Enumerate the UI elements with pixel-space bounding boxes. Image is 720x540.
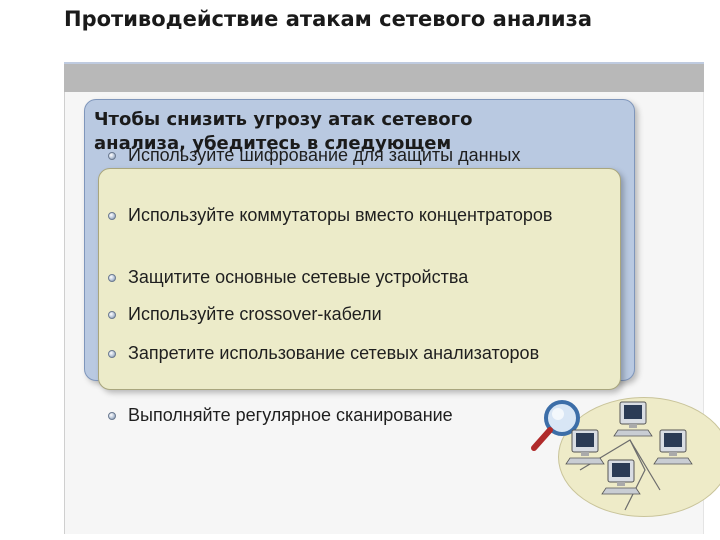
network-computer-icon — [613, 401, 653, 437]
blue-callout-line-1: Чтобы снизить угрозу атак сетевого — [94, 109, 473, 130]
blue-callout-text: Чтобы снизить угрозу атак сетевого анали… — [94, 108, 614, 156]
network-illustration — [531, 400, 693, 511]
frame-header-bar — [64, 62, 704, 92]
list-item: Используйте шифрование для защиты данных — [108, 143, 568, 168]
bullet-icon — [108, 311, 116, 319]
list-item: Запретите использование сетевых анализат… — [108, 341, 568, 366]
list-item: Выполняйте регулярное сканирование — [108, 403, 578, 428]
list-item-text: Запретите использование сетевых анализат… — [128, 343, 540, 363]
list-item: Используйте crossover-кабели — [108, 302, 568, 327]
list-item-text: Используйте коммутаторы вместо концентра… — [128, 205, 553, 225]
bullet-icon — [108, 212, 116, 220]
network-computer-icon — [601, 459, 641, 495]
list-item-text: Выполняйте регулярное сканирование — [128, 405, 453, 425]
tan-callout-box — [98, 168, 621, 390]
list-item: Используйте коммутаторы вместо концентра… — [108, 203, 568, 228]
bullet-icon — [108, 152, 116, 160]
network-computer-icon — [565, 429, 605, 465]
blue-callout-line-2: анализа, убедитесь в следующем — [94, 133, 452, 154]
list-item-text: Используйте шифрование для защиты данных — [128, 145, 521, 165]
network-computer-icon — [653, 429, 693, 465]
list-item: Защитите основные сетевые устройства — [108, 265, 568, 290]
list-item-text: Используйте crossover-кабели — [128, 304, 382, 324]
bullet-icon — [108, 274, 116, 282]
bullet-icon — [108, 350, 116, 358]
bullet-icon — [108, 412, 116, 420]
magnifier-icon — [531, 400, 580, 451]
list-item-text: Защитите основные сетевые устройства — [128, 267, 469, 287]
slide-title: Противодействие атакам сетевого анализа — [64, 7, 592, 31]
